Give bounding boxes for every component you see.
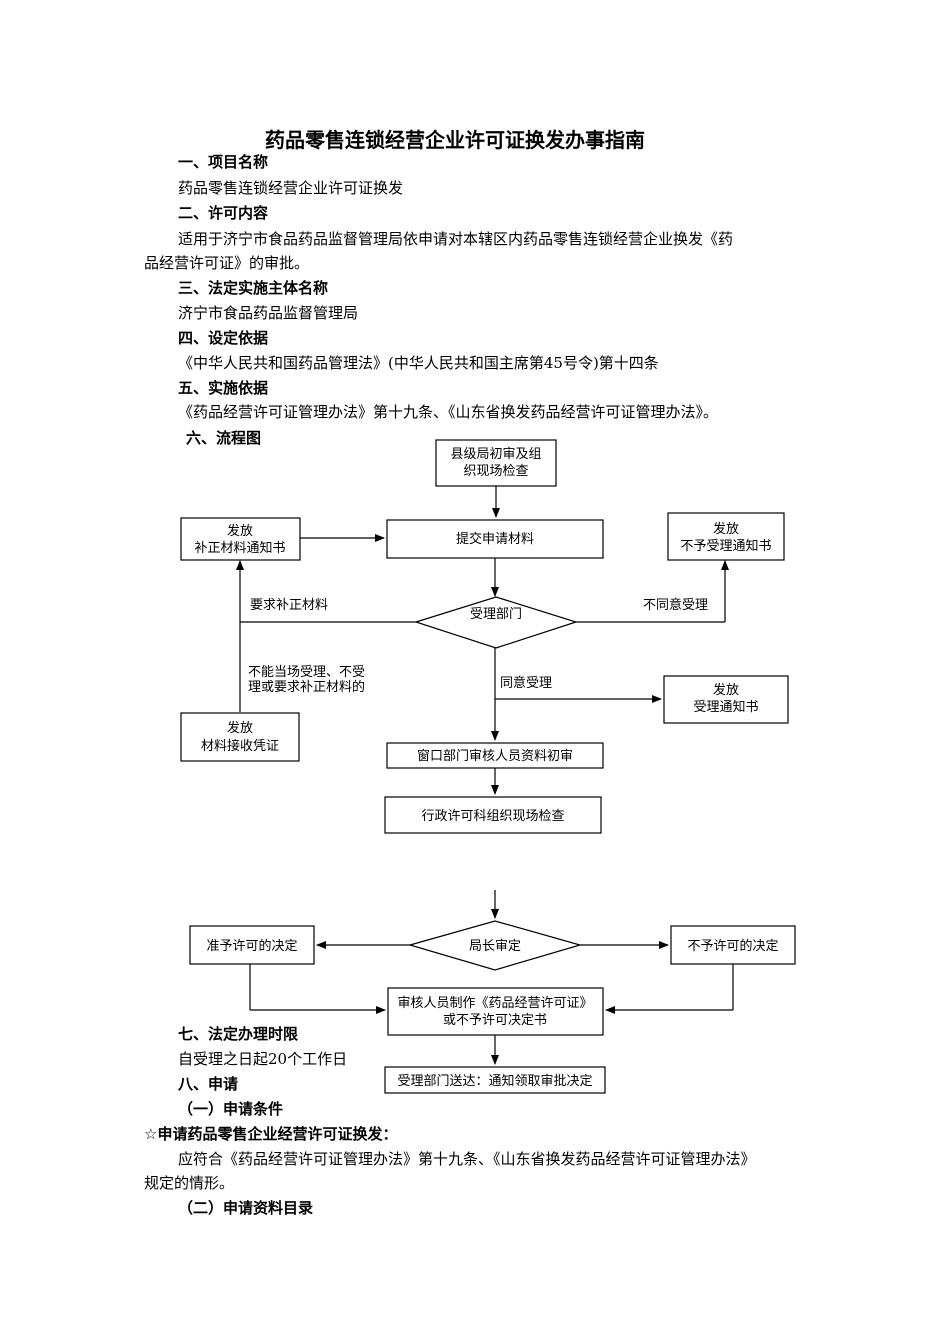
label-cannot-accept-2: 理或要求补正材料的 (248, 679, 365, 695)
section-4-heading: 四、设定依据 (178, 329, 269, 347)
svg-text:窗口部门审核人员资料初审: 窗口部门审核人员资料初审 (417, 748, 573, 764)
section-2-line-2: 品经营许可证》的审批。 (144, 254, 310, 272)
section-7-text: 自受理之日起20个工作日 (178, 1050, 348, 1068)
section-6-heading: 六、流程图 (186, 429, 262, 447)
svg-text:发放: 发放 (227, 523, 253, 539)
section-5-text: 《药品经营许可证管理办法》第十九条、《山东省换发药品经营许可证管理办法》。 (178, 403, 719, 421)
svg-text:发放: 发放 (227, 720, 253, 736)
reject-decision-box: 不予许可的决定 (670, 925, 796, 965)
acceptance-notice-box: 发放 受理通知书 (663, 675, 789, 724)
svg-text:织现场检查: 织现场检查 (463, 464, 528, 479)
section-2-line-1: 适用于济宁市食品药品监督管理局依申请对本辖区内药品零售连锁经营企业换发《药 (178, 230, 734, 248)
label-require-supplement: 要求补正材料 (250, 598, 328, 613)
svg-text:发放: 发放 (713, 521, 739, 537)
label-cannot-accept-1: 不能当场受理、不受 (248, 665, 365, 680)
label-agree: 同意受理 (500, 675, 552, 691)
delivery-box: 受理部门送达：通知领取审批决定 (384, 1066, 606, 1094)
admin-inspection-box: 行政许可科组织现场检查 (384, 796, 602, 834)
section-3-heading: 三、法定实施主体名称 (178, 279, 329, 297)
svg-text:发放: 发放 (713, 682, 739, 698)
not-accepted-notice-box: 发放 不予受理通知书 (667, 512, 785, 561)
receipt-box: 发放 材料接收凭证 (180, 712, 300, 762)
acceptance-dept-diamond: 受理部门 (414, 596, 578, 649)
section-8-sub-1: （一）申请条件 (178, 1100, 284, 1118)
svg-text:局长审定: 局长审定 (469, 939, 521, 954)
page-title: 药品零售连锁经营企业许可证换发办事指南 (265, 128, 645, 152)
svg-text:准予许可的决定: 准予许可的决定 (206, 938, 297, 954)
svg-text:或不予许可决定书: 或不予许可决定书 (443, 1013, 547, 1028)
submit-materials-box: 提交申请材料 (386, 519, 604, 559)
section-8-line-1: 应符合《药品经营许可证管理办法》第十九条、《山东省换发药品经营许可证管理办法》 (178, 1150, 756, 1168)
window-review-box: 窗口部门审核人员资料初审 (386, 742, 604, 769)
section-2-heading: 二、许可内容 (178, 204, 269, 222)
svg-text:不予受理通知书: 不予受理通知书 (680, 538, 771, 554)
svg-text:县级局初审及组: 县级局初审及组 (450, 447, 541, 462)
svg-text:受理部门送达：通知领取审批决定: 受理部门送达：通知领取审批决定 (397, 1073, 592, 1089)
section-8-heading: 八、申请 (178, 1075, 239, 1093)
section-1-text: 药品零售连锁经营企业许可证换发 (178, 179, 404, 197)
svg-text:行政许可科组织现场检查: 行政许可科组织现场检查 (421, 809, 564, 824)
svg-text:不予许可的决定: 不予许可的决定 (687, 938, 778, 954)
section-8-line-2: 规定的情形。 (144, 1174, 235, 1192)
section-8-star-line: ☆申请药品零售企业经营许可证换发： (144, 1125, 398, 1143)
svg-text:提交申请材料: 提交申请材料 (456, 531, 534, 547)
label-disagree: 不同意受理 (643, 597, 708, 613)
section-5-heading: 五、实施依据 (178, 379, 269, 397)
svg-text:受理部门: 受理部门 (470, 607, 522, 622)
director-approval-diamond: 局长审定 (407, 920, 583, 971)
county-review-box: 县级局初审及组 织现场检查 (435, 439, 557, 487)
svg-text:受理通知书: 受理通知书 (693, 699, 758, 715)
section-3-text: 济宁市食品药品监督管理局 (178, 304, 359, 322)
approve-decision-box: 准予许可的决定 (189, 925, 315, 965)
section-7-heading: 七、法定办理时限 (178, 1025, 299, 1043)
flow-connectors (236, 486, 734, 1065)
supplement-notice-box: 发放 补正材料通知书 (180, 517, 301, 561)
section-8-sub-2: （二）申请资料目录 (178, 1199, 314, 1217)
section-1-heading: 一、项目名称 (178, 153, 269, 171)
section-4-text: 《中华人民共和国药品管理法》(中华人民共和国主席第45号令)第十四条 (178, 354, 659, 372)
make-license-box: 审核人员制作《药品经营许可证》 或不予许可决定书 (387, 987, 604, 1036)
svg-text:审核人员制作《药品经营许可证》: 审核人员制作《药品经营许可证》 (397, 996, 592, 1011)
svg-text:补正材料通知书: 补正材料通知书 (194, 540, 285, 556)
svg-text:材料接收凭证: 材料接收凭证 (201, 738, 279, 754)
